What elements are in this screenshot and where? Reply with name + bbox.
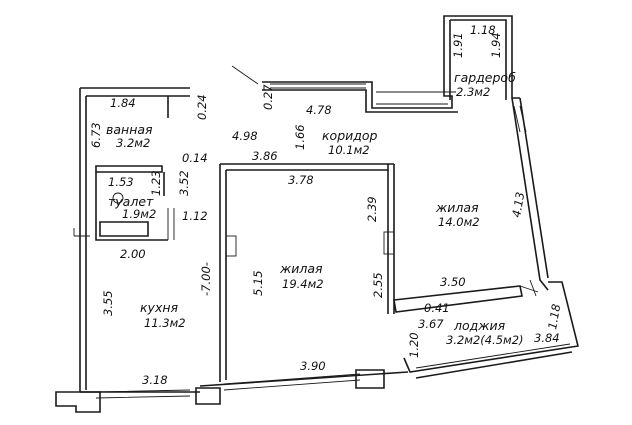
dim-3-55: 3.55 — [101, 290, 115, 316]
bath-bottom-wall — [95, 165, 163, 173]
toilet-walls — [95, 172, 168, 241]
dim-3-50: 3.50 — [440, 275, 466, 289]
dim-3-86: 3.86 — [252, 149, 278, 163]
dim-3-78: 3.78 — [288, 173, 314, 187]
living1-name: жилая — [279, 261, 323, 276]
dim-6-73: 6.73 — [89, 122, 103, 148]
dim-3-18: 3.18 — [142, 373, 168, 387]
dim-4-13: 4.13 — [509, 191, 527, 219]
dim-0-24: 0.24 — [195, 94, 209, 120]
kitchen-top-wall — [99, 221, 149, 237]
top-corridor-wall — [262, 15, 520, 113]
loggia-name: лоджия — [453, 318, 506, 333]
partitions — [73, 65, 539, 382]
dim-2-39: 2.39 — [365, 196, 379, 222]
bottom-exterior-wall — [80, 371, 409, 393]
dim-3-84: 3.84 — [534, 331, 560, 345]
dim-3-52: 3.52 — [177, 170, 191, 196]
dim-0-41: 0.41 — [424, 301, 450, 315]
living1-left-wall — [219, 164, 227, 382]
loggia-area: 3.2м2(4.5м2) — [446, 333, 524, 347]
bottom-ledge — [55, 369, 385, 413]
dim-1-18-right: 1.18 — [545, 303, 563, 331]
wardrobe-hatch — [376, 91, 456, 105]
kitchen-door — [167, 208, 175, 240]
dim-1-91: 1.91 — [451, 32, 465, 58]
dimension-labels: 1.84 0.24 0.27 4.78 1.91 1.18 1.94 6.73 … — [89, 23, 563, 387]
living2-area: 14.0м2 — [438, 215, 480, 229]
dim-0-27: 0.27 — [261, 84, 275, 110]
loggia-outer-wall — [403, 281, 579, 379]
corridor-door-mark — [231, 65, 259, 85]
dim-2-00: 2.00 — [120, 247, 146, 261]
loggia-partition — [393, 285, 523, 313]
dim-5-15: 5.15 — [251, 270, 265, 296]
walls — [55, 15, 579, 413]
living1-door-left — [225, 235, 237, 257]
bottom-window-left — [95, 389, 191, 399]
living1-right-wall — [387, 164, 395, 314]
kitchen-left-mark — [73, 228, 90, 237]
dim-4-78: 4.78 — [306, 103, 332, 117]
corridor-area: 10.1м2 — [328, 143, 370, 157]
living2-name: жилая — [435, 200, 479, 215]
dim-1-20: 1.20 — [407, 332, 421, 358]
dim-1-12: 1.12 — [182, 209, 208, 223]
kitchen-name: кухня — [140, 300, 179, 315]
bath-area: 3.2м2 — [116, 136, 150, 150]
loggia-rail — [415, 343, 571, 369]
left-exterior-wall — [79, 88, 87, 392]
dim-0-14: 0.14 — [182, 151, 208, 165]
wardrobe-name: гардероб — [454, 70, 516, 85]
top-left-wall — [80, 87, 190, 97]
corridor-window — [270, 83, 366, 89]
living1-top-wall — [220, 163, 394, 171]
living1-door-right — [383, 231, 395, 255]
dim-1-94: 1.94 — [489, 32, 503, 58]
toilet-name: туалет — [108, 194, 154, 209]
wardrobe-area: 2.3м2 — [456, 85, 490, 99]
dim-1-23: 1.23 — [149, 170, 163, 196]
room-labels: ванная 3.2м2 туалет 1.9м2 кухня 11.3м2 ж… — [106, 70, 524, 347]
living1-area: 19.4м2 — [282, 277, 324, 291]
dim-1-53: 1.53 — [108, 175, 134, 189]
wardrobe-walls — [449, 19, 507, 100]
dim-2-55: 2.55 — [371, 272, 385, 298]
toilet-fixture — [112, 192, 124, 204]
dim-1-66: 1.66 — [293, 124, 307, 150]
dim-7-00: -7.00- — [199, 262, 213, 296]
dim-3-90: 3.90 — [300, 359, 326, 373]
dim-4-98: 4.98 — [232, 129, 258, 143]
bath-name: ванная — [106, 122, 153, 137]
kitchen-area: 11.3м2 — [144, 316, 186, 330]
dim-1-84: 1.84 — [110, 96, 136, 110]
corridor-name: коридор — [322, 128, 378, 143]
right-window — [513, 105, 527, 133]
dim-3-67: 3.67 — [418, 317, 444, 331]
dim-1-18-top: 1.18 — [470, 23, 496, 37]
bottom-window-right — [223, 373, 361, 391]
toilet-area: 1.9м2 — [122, 207, 156, 221]
loggia-door — [519, 279, 539, 297]
